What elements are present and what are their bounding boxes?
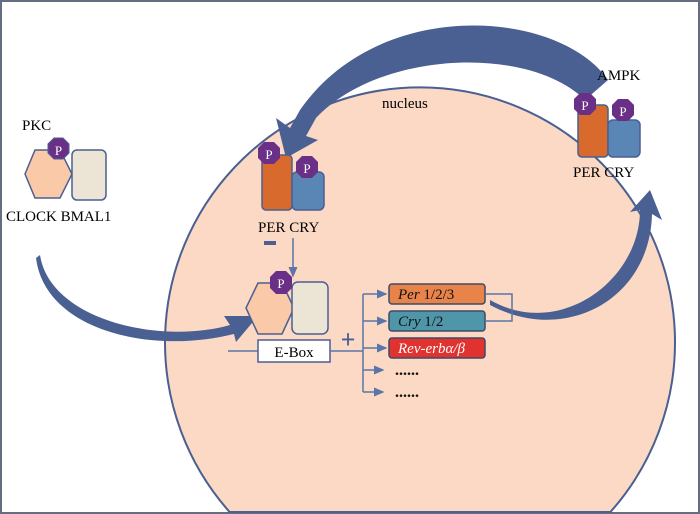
gene-box	[388, 337, 486, 359]
per-cry-nucleus-label: PER CRY	[258, 220, 319, 236]
clock-bmal1-label: CLOCK BMAL1	[6, 209, 111, 225]
gene-label: Rev-erbα/β	[397, 341, 466, 357]
phospho-label: P	[55, 143, 62, 158]
inhibit-sign	[264, 241, 276, 245]
nucleus-label: nucleus	[382, 96, 428, 112]
phospho-icon	[296, 156, 318, 178]
export-arrow	[276, 25, 608, 159]
phospho-label: P	[265, 147, 272, 162]
activate-sign: +	[341, 325, 356, 354]
phospho-label: P	[277, 276, 284, 291]
gene-label: Cry 1/2	[398, 314, 443, 330]
ebox-label: E-Box	[274, 345, 314, 361]
gene-label: Per 1/2/3	[397, 287, 454, 303]
phospho-icon	[574, 93, 596, 115]
gene-label: ......	[395, 384, 419, 401]
gene-bracket	[485, 293, 513, 322]
phospho-label: P	[619, 104, 626, 119]
phospho-icon	[270, 271, 292, 294]
translation-arrow	[490, 190, 662, 320]
gene-label: ......	[395, 362, 419, 379]
per-cry-ampk-label: PER CRY	[573, 165, 634, 181]
phospho-label: P	[303, 161, 310, 176]
bmal1-protein	[71, 149, 107, 201]
ampk-label: AMPK	[597, 68, 641, 84]
phospho-icon	[47, 137, 70, 160]
pkc-label: PKC	[22, 118, 51, 134]
bmal1-protein	[291, 281, 329, 335]
clock-arrow	[36, 255, 258, 342]
cry-protein	[607, 119, 641, 158]
phospho-icon	[612, 99, 634, 121]
phospho-label: P	[581, 98, 588, 113]
phospho-icon	[258, 142, 280, 164]
